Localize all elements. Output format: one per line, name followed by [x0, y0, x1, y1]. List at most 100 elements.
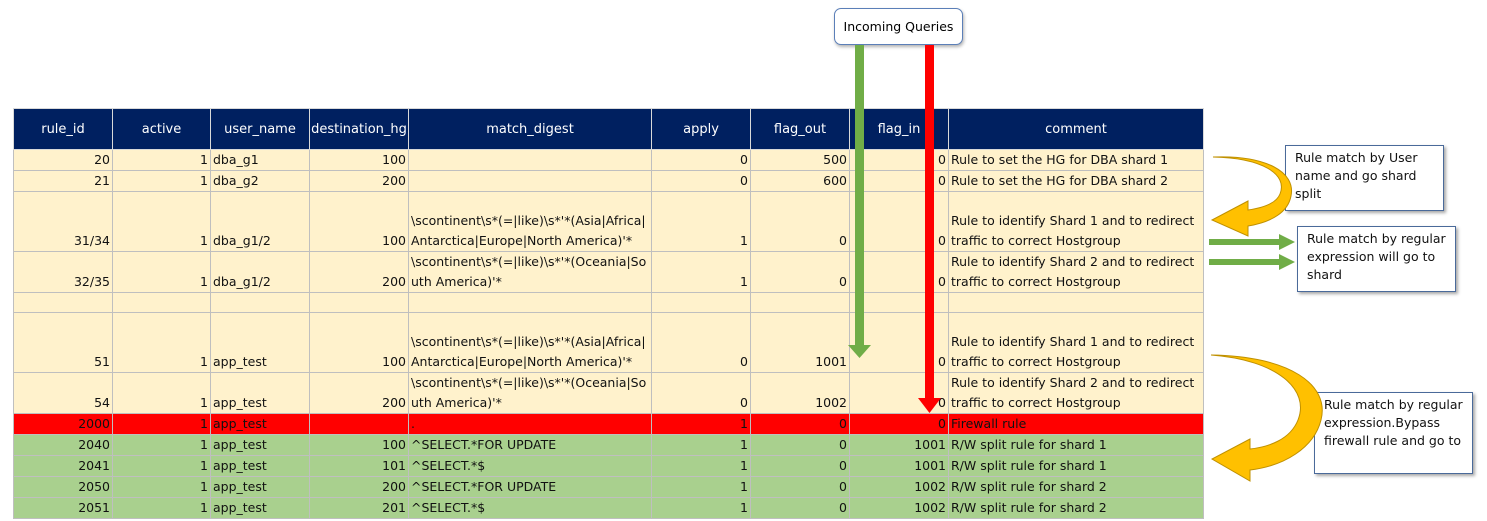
cell-comment: [948, 292, 1204, 313]
callout-bypass: Rule match by regular expression.Bypass …: [1314, 392, 1473, 474]
cell-user-name: app_test: [210, 434, 310, 456]
cell-comment: Firewall rule: [948, 413, 1204, 435]
cell-flag-out: 0: [750, 434, 850, 456]
cell-rule-id: 54: [13, 372, 113, 414]
cell-apply: 1: [651, 413, 751, 435]
cell-match-digest: \scontinent\s*(=|like)\s*'*(Oceania|Sout…: [408, 372, 652, 414]
cell-destination-hg: 100: [309, 149, 409, 171]
cell-match-digest: [408, 149, 652, 171]
cell-user-name: app_test: [210, 413, 310, 435]
cell-flag-in: [849, 292, 949, 313]
cell-flag-out: [750, 292, 850, 313]
callout-user-match: Rule match by User name and go shard spl…: [1285, 145, 1444, 211]
cell-active: 1: [112, 312, 211, 373]
cell-active: 1: [112, 251, 211, 293]
column-header-destination-hg: destination_hg: [309, 108, 409, 150]
cell-flag-out: 600: [750, 170, 850, 192]
cell-destination-hg: [309, 292, 409, 313]
column-header-flag-out: flag_out: [750, 108, 850, 150]
cell-flag-out: 0: [750, 455, 850, 477]
cell-active: 1: [112, 413, 211, 435]
cell-destination-hg: 100: [309, 312, 409, 373]
cell-match-digest: \scontinent\s*(=|like)\s*'*(Oceania|Sout…: [408, 251, 652, 293]
cell-active: 1: [112, 434, 211, 456]
cell-user-name: dba_g1: [210, 149, 310, 171]
cell-match-digest: \scontinent\s*(=|like)\s*'*(Asia|Africa|…: [408, 312, 652, 373]
cell-flag-in: 1002: [849, 497, 949, 519]
cell-destination-hg: [309, 413, 409, 435]
cell-destination-hg: 101: [309, 455, 409, 477]
cell-flag-in: 1001: [849, 455, 949, 477]
cell-user-name: app_test: [210, 455, 310, 477]
cell-user-name: app_test: [210, 312, 310, 373]
cell-flag-out: 0: [750, 413, 850, 435]
cell-flag-in: 0: [849, 149, 949, 171]
cell-rule-id: 2051: [13, 497, 113, 519]
cell-active: 1: [112, 476, 211, 498]
cell-user-name: app_test: [210, 497, 310, 519]
cell-comment: R/W split rule for shard 1: [948, 434, 1204, 456]
cell-apply: 1: [651, 434, 751, 456]
cell-comment: R/W split rule for shard 2: [948, 476, 1204, 498]
cell-destination-hg: 100: [309, 191, 409, 252]
cell-match-digest: ^SELECT.*$: [408, 497, 652, 519]
column-header-flag-in: flag_in: [849, 108, 949, 150]
cell-flag-out: 0: [750, 476, 850, 498]
cell-flag-out: 0: [750, 251, 850, 293]
cell-user-name: dba_g1/2: [210, 191, 310, 252]
column-header-comment: comment: [948, 108, 1204, 150]
curved-arrow-2: [1210, 354, 1323, 482]
cell-apply: 0: [651, 149, 751, 171]
callout-regex-match-text: Rule match by regular expression will go…: [1307, 231, 1446, 282]
column-header-user-name: user_name: [210, 108, 310, 150]
cell-active: 1: [112, 191, 211, 252]
cell-comment: Rule to identify Shard 2 and to redirect…: [948, 372, 1204, 414]
cell-user-name: app_test: [210, 476, 310, 498]
cell-flag-out: 1001: [750, 312, 850, 373]
column-header-match-digest: match_digest: [408, 108, 652, 150]
cell-match-digest: [408, 292, 652, 313]
cell-comment: Rule to set the HG for DBA shard 2: [948, 170, 1204, 192]
cell-apply: 0: [651, 170, 751, 192]
cell-active: 1: [112, 455, 211, 477]
cell-apply: 0: [651, 372, 751, 414]
column-header-rule-id: rule_id: [13, 108, 113, 150]
cell-rule-id: 2000: [13, 413, 113, 435]
cell-active: [112, 292, 211, 313]
cell-rule-id: 51: [13, 312, 113, 373]
callout-user-match-text: Rule match by User name and go shard spl…: [1295, 150, 1418, 201]
cell-flag-in: 0: [849, 413, 949, 435]
cell-destination-hg: 200: [309, 372, 409, 414]
column-header-active: active: [112, 108, 211, 150]
cell-flag-in: 0: [849, 372, 949, 414]
cell-rule-id: 31/34: [13, 191, 113, 252]
cell-active: 1: [112, 372, 211, 414]
cell-match-digest: \scontinent\s*(=|like)\s*'*(Asia|Africa|…: [408, 191, 652, 252]
cell-flag-in: 0: [849, 251, 949, 293]
cell-destination-hg: 201: [309, 497, 409, 519]
curved-arrow-1: [1210, 156, 1293, 237]
cell-match-digest: ^SELECT.*FOR UPDATE: [408, 476, 652, 498]
cell-apply: 1: [651, 455, 751, 477]
cell-rule-id: 21: [13, 170, 113, 192]
cell-match-digest: .: [408, 413, 652, 435]
column-header-apply: apply: [651, 108, 751, 150]
cell-comment: Rule to identify Shard 2 and to redirect…: [948, 251, 1204, 293]
cell-apply: 1: [651, 251, 751, 293]
cell-rule-id: 2041: [13, 455, 113, 477]
cell-destination-hg: 200: [309, 476, 409, 498]
cell-flag-in: 0: [849, 191, 949, 252]
cell-active: 1: [112, 497, 211, 519]
cell-match-digest: ^SELECT.*$: [408, 455, 652, 477]
cell-active: 1: [112, 170, 211, 192]
right-arrow-2-head: [1279, 254, 1295, 270]
